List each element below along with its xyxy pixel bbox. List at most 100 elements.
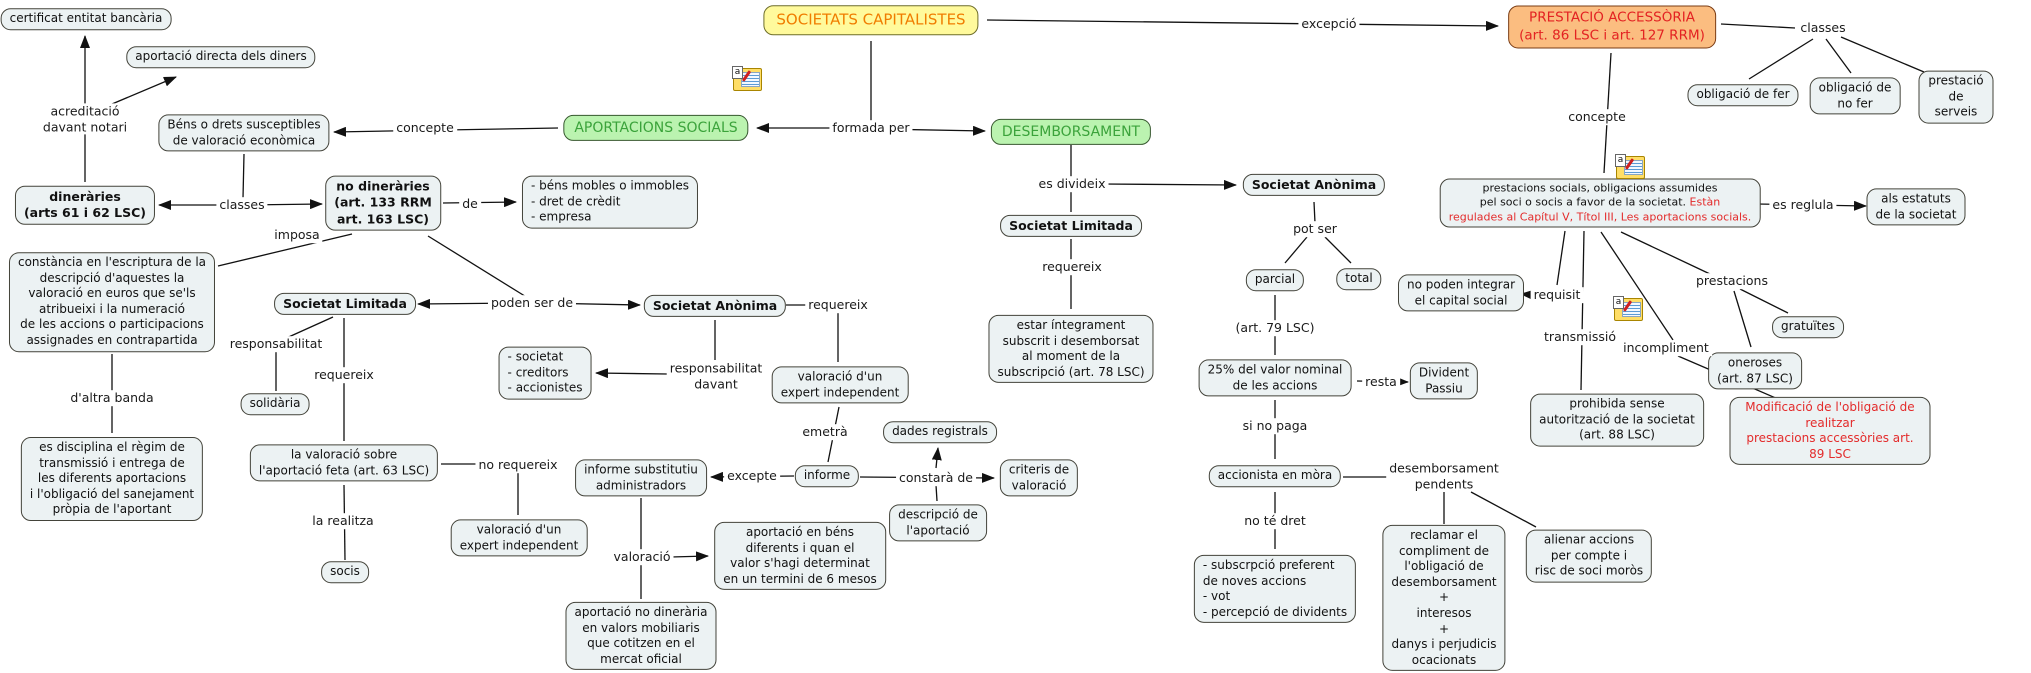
- concept-tipus-bens[interactable]: - béns mobles o immobles - dret de crèdi…: [521, 175, 699, 229]
- connector-line: [935, 484, 938, 502]
- concept-aportacio-no-dineraria-valors[interactable]: aportació no dinerària en valors mobilia…: [565, 601, 717, 671]
- link-label-no-requereix[interactable]: no requereix: [475, 457, 561, 473]
- concept-alienar-accions[interactable]: alienar accions per compte i risc de soc…: [1525, 529, 1653, 583]
- link-label-si-no-paga[interactable]: si no paga: [1239, 418, 1311, 434]
- connector-line: [242, 153, 245, 199]
- link-label-requereix-sl[interactable]: requereix: [311, 367, 377, 383]
- concept-aportacio-bens-diferents[interactable]: aportació en béns diferents i quan el va…: [714, 521, 886, 591]
- concept-prestacions-socials[interactable]: prestacions socials, obligacions assumid…: [1439, 178, 1761, 228]
- concept-als-estatuts[interactable]: als estatuts de la societat: [1866, 188, 1966, 226]
- concept-obligacio-de-fer[interactable]: obligació de fer: [1687, 84, 1799, 106]
- link-label-resta[interactable]: resta: [1362, 374, 1400, 390]
- concept-criteris-valoracio[interactable]: criteris de valoració: [999, 459, 1079, 497]
- link-label-es-reglula[interactable]: es reglula: [1769, 197, 1837, 213]
- link-label-pot-ser[interactable]: pot ser: [1290, 221, 1340, 237]
- connector-line: [1470, 491, 1537, 528]
- connector-line: [1733, 290, 1752, 348]
- concept-certificat-entitat-bancaria[interactable]: certificat entitat bancària: [0, 8, 172, 30]
- concept-parcial[interactable]: parcial: [1245, 269, 1305, 291]
- link-label-prestacions[interactable]: prestacions: [1693, 273, 1771, 289]
- concept-gratuites[interactable]: gratuïtes: [1772, 316, 1844, 338]
- concept-informe[interactable]: informe: [794, 465, 860, 487]
- connector-line: [595, 368, 668, 379]
- connector-line: [1556, 230, 1566, 286]
- concept-descripcio-aportacio[interactable]: descripció de l'aportació: [889, 504, 987, 542]
- concept-estar-integrament[interactable]: estar íntegrament subscrit i desemborsat…: [988, 314, 1154, 384]
- concept-socis[interactable]: socis: [321, 561, 369, 583]
- concept-aportacio-directa-diners[interactable]: aportació directa dels diners: [126, 46, 316, 68]
- concept-societat-anonima-desemborsament[interactable]: Societat Anònima: [1242, 173, 1386, 197]
- link-label-formada-per[interactable]: formada per: [829, 120, 913, 136]
- concept-informe-substitutiu[interactable]: informe substitutiu administradors: [575, 459, 707, 497]
- concept-divident-passiu[interactable]: Divident Passiu: [1409, 362, 1479, 400]
- topic-aportacions-socials[interactable]: APORTACIONS SOCIALS: [563, 114, 749, 142]
- concept-modificacio-obligacio[interactable]: Modificació de l'obligació de realitzar …: [1729, 396, 1931, 466]
- concept-bens-o-drets[interactable]: Béns o drets susceptibles de valoració e…: [158, 114, 330, 152]
- link-label-classes-aportacions[interactable]: classes: [216, 197, 268, 213]
- concept-accionista-en-mora[interactable]: accionista en mòra: [1208, 465, 1342, 487]
- connector-line: [1748, 38, 1814, 80]
- concept-valoracio-expert-requereix[interactable]: valoració d'un expert independent: [771, 366, 909, 404]
- link-label-de[interactable]: de: [459, 196, 481, 212]
- concept-total[interactable]: total: [1336, 268, 1382, 290]
- concept-drets-perduts[interactable]: - subscrpció preferent de noves accions …: [1193, 554, 1357, 624]
- concept-reclamar-compliment[interactable]: reclamar el compliment de l'obligació de…: [1382, 524, 1506, 672]
- link-label-requereix-sl2[interactable]: requereix: [1039, 259, 1105, 275]
- connector-line: [217, 233, 353, 267]
- concept-prestacio-de-serveis[interactable]: prestació de serveis: [1918, 70, 1994, 124]
- note-tag: a: [732, 66, 743, 79]
- connector-line: [1324, 236, 1352, 264]
- link-label-concepte-prestacio[interactable]: concepte: [1565, 109, 1629, 125]
- link-label-desemborsament-pendents[interactable]: desemborsament pendents: [1386, 460, 1502, 492]
- link-label-incompliment[interactable]: incompliment: [1620, 340, 1712, 356]
- topic-societats-capitalistes[interactable]: SOCIETATS CAPITALISTES: [763, 5, 979, 35]
- link-label-emetra[interactable]: emetrà: [799, 424, 851, 440]
- connector-line: [1720, 23, 1796, 29]
- link-label-acreditacio-davant-notari[interactable]: acreditació davant notari: [39, 103, 131, 135]
- link-label-requisit[interactable]: requisit: [1530, 287, 1584, 303]
- concept-25-per-cent[interactable]: 25% del valor nominal de les accions: [1198, 359, 1352, 397]
- link-label-constara-de[interactable]: constarà de: [896, 470, 976, 486]
- concept-no-dineraries[interactable]: no dineràries (art. 133 RRM art. 163 LSC…: [325, 175, 441, 231]
- connector-line: [670, 551, 709, 562]
- concept-es-disciplina[interactable]: es disciplina el règim de transmissió i …: [20, 437, 204, 521]
- link-label-excepte[interactable]: excepte: [724, 468, 780, 484]
- topic-desemborsament[interactable]: DESEMBORSAMENT: [990, 118, 1152, 146]
- concept-societat-limitada-desemborsament[interactable]: Societat Limitada: [1000, 214, 1142, 238]
- concept-prohibida-sense-autoritzacio[interactable]: prohibida sense autorització de la socie…: [1530, 393, 1704, 447]
- link-label-responsabilitat-davant[interactable]: responsabilitat davant: [666, 360, 766, 392]
- concept-societat-creditors-accionistes[interactable]: - societat - creditors - accionistes: [498, 346, 592, 400]
- annotation-icon-transmissio[interactable]: a: [1613, 296, 1643, 321]
- link-label-transmissio[interactable]: transmissió: [1541, 329, 1619, 345]
- concept-solidaria[interactable]: solidària: [240, 393, 310, 415]
- link-label-es-divideix[interactable]: es divideix: [1035, 176, 1109, 192]
- link-label-art-79[interactable]: (art. 79 LSC): [1232, 320, 1318, 336]
- link-label-poden-ser-de[interactable]: poden ser de: [487, 295, 577, 311]
- concept-constancia-escriptura[interactable]: constància en l'escriptura de la descrip…: [8, 252, 216, 352]
- concept-valoracio-expert-no-requereix[interactable]: valoració d'un expert independent: [450, 519, 588, 557]
- link-label-imposa[interactable]: imposa: [271, 227, 323, 243]
- link-label-daltra-banda[interactable]: d'altra banda: [67, 390, 157, 406]
- concept-obligacio-de-no-fer[interactable]: obligació de no fer: [1809, 77, 1901, 115]
- annotation-icon-prestacions-socials[interactable]: a: [1615, 154, 1645, 179]
- connector-line: [1620, 231, 1711, 275]
- link-label-no-te-dret[interactable]: no té dret: [1241, 513, 1309, 529]
- concept-no-poden-integrar[interactable]: no poden integrar el capital social: [1397, 274, 1525, 312]
- link-label-valoracio[interactable]: valoració: [610, 549, 674, 565]
- link-label-concepte-aportacions[interactable]: concepte: [393, 120, 457, 136]
- link-label-responsabilitat[interactable]: responsabilitat: [226, 336, 326, 352]
- link-label-la-realitza[interactable]: la realitza: [309, 513, 377, 529]
- link-label-excepcio[interactable]: excepció: [1298, 16, 1360, 32]
- connector-line: [1600, 231, 1674, 341]
- concept-la-valoracio-aportacio[interactable]: la valoració sobre l'aportació feta (art…: [249, 444, 439, 482]
- annotation-icon-aportacions[interactable]: a: [732, 66, 762, 91]
- topic-prestacio-accessoria[interactable]: PRESTACIÓ ACCESSÒRIA (art. 86 LSC i art.…: [1508, 5, 1716, 49]
- link-label-classes-prestacio[interactable]: classes: [1797, 20, 1849, 36]
- concept-oneroses[interactable]: oneroses (art. 87 LSC): [1708, 352, 1802, 390]
- link-label-requereix-sa[interactable]: requereix: [805, 297, 871, 313]
- concept-dineraries[interactable]: dineràries (arts 61 i 62 LSC): [14, 185, 156, 225]
- concept-societat-limitada-aportacions[interactable]: Societat Limitada: [274, 292, 416, 316]
- concept-dades-registrals[interactable]: dades registrals: [883, 421, 997, 443]
- concept-societat-anonima-aportacions[interactable]: Societat Anònima: [643, 294, 787, 318]
